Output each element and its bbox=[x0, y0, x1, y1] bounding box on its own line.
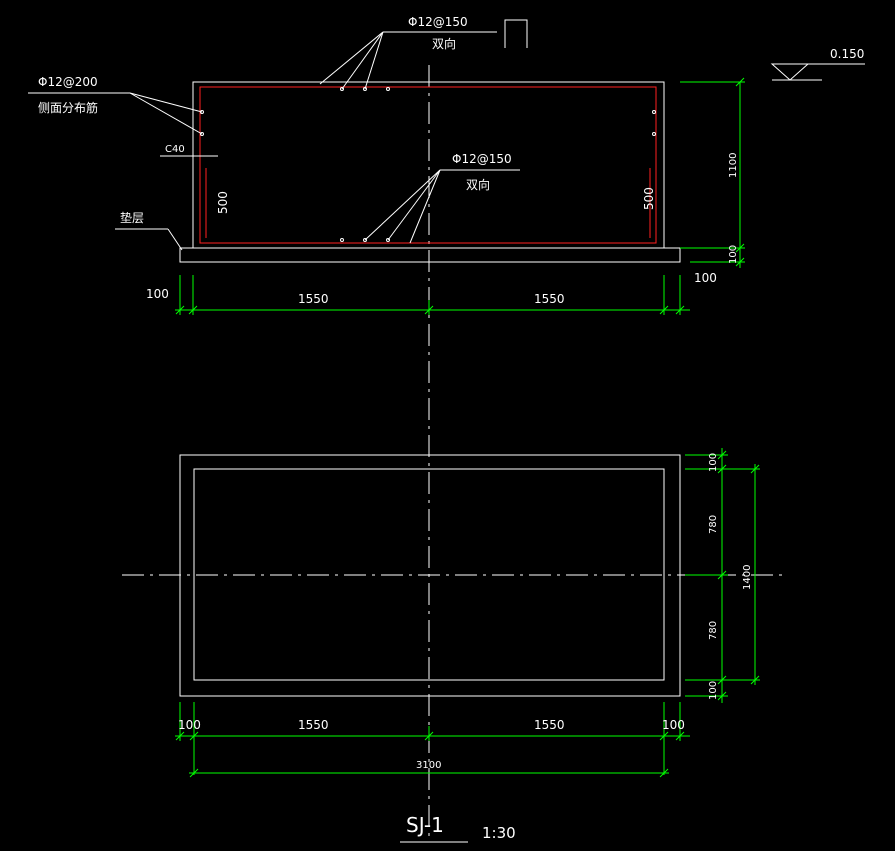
concrete-grade-label: C40 bbox=[165, 144, 185, 155]
dim-bottom-1550-right: 1550 bbox=[534, 292, 565, 306]
leader-line bbox=[129, 92, 203, 135]
dim-tick bbox=[675, 731, 685, 741]
leader-line bbox=[167, 228, 183, 251]
leader-line bbox=[387, 169, 441, 241]
section-view: Φ12@150 双向 Φ12@200 侧面分布筋 C40 Φ12@150 双向 … bbox=[28, 15, 865, 263]
dim-tick bbox=[735, 77, 745, 87]
plan-dim-left-1550: 1550 bbox=[298, 718, 329, 732]
dim-tick bbox=[659, 768, 669, 778]
dim-tick bbox=[735, 257, 745, 267]
dim-tick bbox=[189, 731, 199, 741]
cushion-layer bbox=[179, 247, 681, 263]
dim-tick bbox=[750, 464, 760, 474]
dim-tick bbox=[750, 675, 760, 685]
section-dimensions bbox=[175, 77, 745, 315]
plan-dim-right-1550: 1550 bbox=[534, 718, 565, 732]
dim-tick bbox=[175, 731, 185, 741]
dim-height-1100: 1100 bbox=[728, 153, 739, 178]
rebar-dot bbox=[386, 87, 390, 91]
side-rebar-sub: 侧面分布筋 bbox=[38, 100, 98, 115]
plan-outer bbox=[179, 454, 681, 697]
dim-tick bbox=[717, 570, 727, 580]
dim-tick bbox=[175, 305, 185, 315]
leader-line bbox=[319, 31, 384, 85]
bottom-rebar-sub: 双向 bbox=[466, 177, 490, 192]
dim-tick bbox=[717, 464, 727, 474]
rebar-dot bbox=[652, 110, 656, 114]
rebar-outline bbox=[199, 86, 657, 244]
plan-dimensions bbox=[175, 448, 760, 778]
dim-tick bbox=[659, 305, 669, 315]
top-rebar-label: Φ12@150 bbox=[408, 15, 468, 29]
plan-dim-bottom-100: 100 bbox=[708, 681, 719, 700]
plan-dim-left-100: 100 bbox=[178, 718, 201, 732]
dim-tick bbox=[424, 731, 434, 741]
side-rebar-label: Φ12@200 bbox=[38, 75, 98, 89]
plan-dim-upper-780: 780 bbox=[708, 515, 719, 534]
elevation-marker bbox=[770, 63, 810, 81]
plan-dim-total-3100: 3100 bbox=[416, 760, 441, 771]
drawing-scale: 1:30 bbox=[482, 824, 516, 842]
rebar-dot bbox=[652, 132, 656, 136]
leader-line bbox=[364, 169, 441, 241]
plan-dim-top-100: 100 bbox=[708, 453, 719, 472]
bottom-rebar-label: Φ12@150 bbox=[452, 152, 512, 166]
leader-line bbox=[409, 169, 441, 244]
dim-tick bbox=[717, 450, 727, 460]
bracket-symbol bbox=[504, 19, 528, 48]
dim-cushion-side-100: 100 bbox=[694, 271, 717, 285]
plan-dim-right-100: 100 bbox=[662, 718, 685, 732]
cushion-label: 垫层 bbox=[120, 210, 144, 225]
wall-height-right: 500 bbox=[642, 187, 656, 210]
dim-cushion-100: 100 bbox=[728, 245, 739, 264]
dim-tick bbox=[424, 305, 434, 315]
leader-line bbox=[129, 92, 203, 113]
plan-dim-total-1400: 1400 bbox=[742, 565, 753, 590]
rebar-dot bbox=[340, 87, 344, 91]
dim-tick bbox=[735, 243, 745, 253]
top-rebar-sub: 双向 bbox=[432, 36, 456, 51]
dim-tick bbox=[675, 305, 685, 315]
dim-tick bbox=[189, 768, 199, 778]
plan-view bbox=[179, 454, 681, 697]
dim-bottom-1550-left: 1550 bbox=[298, 292, 329, 306]
rebar-dot bbox=[340, 238, 344, 242]
leader-line bbox=[341, 31, 384, 90]
rebar-dot bbox=[363, 238, 367, 242]
elevation-value: 0.150 bbox=[830, 47, 864, 61]
dim-tick bbox=[659, 731, 669, 741]
dim-tick bbox=[717, 691, 727, 701]
plan-inner bbox=[193, 468, 665, 681]
dim-tick bbox=[717, 675, 727, 685]
dim-tick bbox=[188, 305, 198, 315]
drawing-title: SJ-1 bbox=[406, 813, 444, 837]
wall-height-left: 500 bbox=[216, 191, 230, 214]
plan-dim-lower-780: 780 bbox=[708, 621, 719, 640]
rebar-dot bbox=[200, 132, 204, 136]
leader-line bbox=[364, 31, 384, 90]
rebar-dot bbox=[386, 238, 390, 242]
dim-bottom-left-100: 100 bbox=[146, 287, 169, 301]
